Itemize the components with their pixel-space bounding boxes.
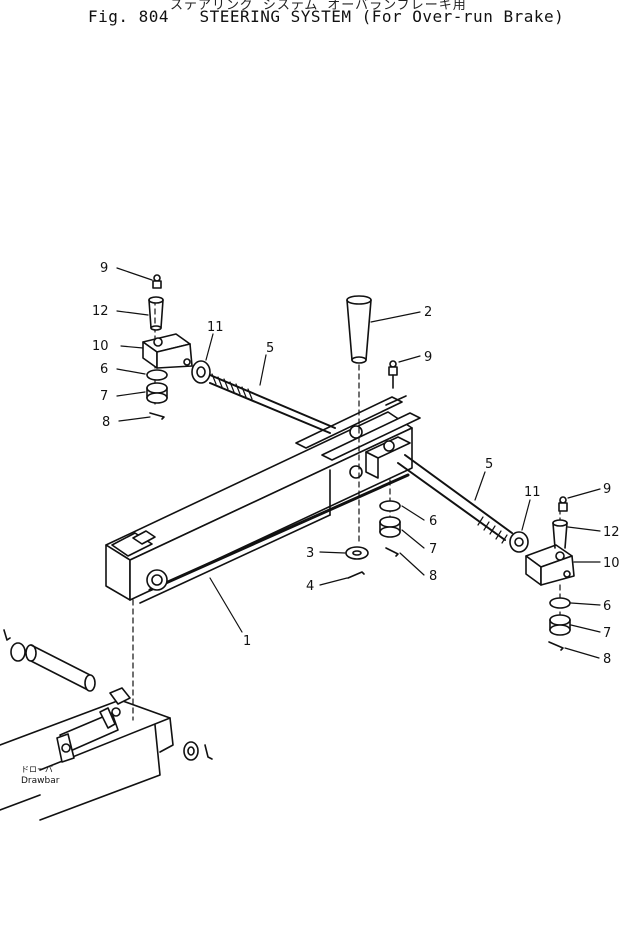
callout-9-center: 9 — [424, 350, 432, 365]
callout-10-right: 10 — [603, 556, 620, 571]
tie-rod-end-left — [142, 333, 193, 369]
callout-6-center: 6 — [429, 514, 437, 529]
cotter-pin-8-center — [385, 547, 399, 557]
figure-title-line: Fig. 804 STEERING SYSTEM (For Over-run B… — [88, 7, 564, 26]
callout-6-upper-left: 6 — [100, 362, 108, 377]
nut-7-center — [379, 516, 401, 538]
drawbar-cotter-left — [3, 629, 11, 641]
callout-7-upper-left: 7 — [100, 389, 108, 404]
callout-7-center: 7 — [429, 542, 437, 557]
callout-3: 3 — [306, 546, 314, 561]
figure-header: ステアリング システム オーバランブレーキ用 Fig. 804 STEERING… — [0, 0, 621, 40]
callout-1: 1 — [243, 634, 251, 649]
callout-2: 2 — [424, 305, 432, 320]
callout-8-upper-left: 8 — [102, 415, 110, 430]
tie-rod-right — [397, 454, 513, 544]
washer-6-left — [146, 369, 168, 381]
drawbar-washer-right — [183, 741, 199, 761]
figure-number: Fig. 804 — [88, 7, 170, 26]
callout-6-right: 6 — [603, 599, 611, 614]
drawbar-label-jp: ドローバ — [21, 765, 53, 774]
cotter-pin-4 — [347, 571, 365, 579]
nut-7-right — [549, 614, 571, 636]
washer-3-hole — [352, 550, 362, 556]
stud-12-left — [148, 296, 164, 331]
callout-8-center: 8 — [429, 569, 437, 584]
callout-10-left: 10 — [92, 339, 109, 354]
drawbar-pin — [25, 644, 96, 692]
washer-6-right — [549, 597, 571, 609]
washer-3 — [345, 546, 369, 560]
tie-rod-end-right — [525, 544, 575, 586]
callout-12-right: 12 — [603, 525, 620, 540]
tie-rod-left — [209, 373, 336, 434]
washer-6-center — [379, 500, 401, 512]
stud-12-right — [552, 519, 568, 549]
beam-right-block — [365, 436, 411, 479]
callout-9-right: 9 — [603, 482, 611, 497]
callout-11-right: 11 — [524, 485, 541, 500]
japanese-title: ステアリング システム オーバランブレーキ用 — [170, 0, 467, 13]
grease-fitting-9-right — [558, 496, 568, 512]
callout-5-right: 5 — [485, 457, 493, 472]
nut-7-left — [146, 382, 168, 404]
callout-4: 4 — [306, 579, 314, 594]
callout-11-left: 11 — [207, 320, 224, 335]
cotter-pin-8-left — [149, 412, 165, 420]
leader-lines — [116, 267, 601, 659]
nut-11-right — [509, 531, 529, 553]
callout-12-left: 12 — [92, 304, 109, 319]
callout-8-right: 8 — [603, 652, 611, 667]
figure-title: STEERING SYSTEM (For Over-run Brake) — [199, 7, 565, 26]
king-pin — [346, 295, 372, 364]
callout-9-upper-left: 9 — [100, 261, 108, 276]
drawbar-label-en: Drawbar — [21, 776, 60, 786]
grease-fitting-9-left — [152, 274, 162, 289]
cotter-pin-8-right — [548, 641, 564, 651]
grease-fitting-9-center — [388, 360, 398, 389]
callout-7-right: 7 — [603, 626, 611, 641]
drawbar-washer-left — [10, 642, 26, 662]
drawbar-cotter-right — [204, 744, 213, 760]
nut-11-left — [191, 360, 211, 384]
drawbar-assembly — [0, 687, 174, 821]
callout-5-left: 5 — [266, 341, 274, 356]
